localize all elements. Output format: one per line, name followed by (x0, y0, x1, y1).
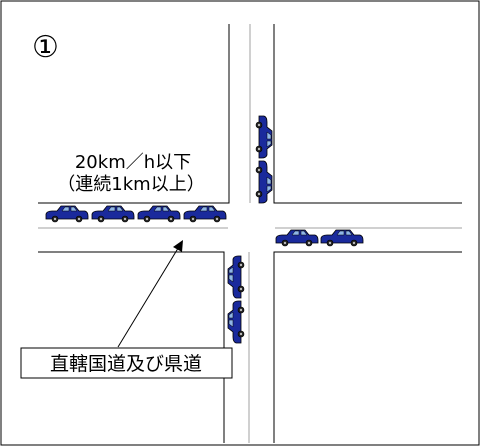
car-queue-north (255, 115, 273, 204)
lane-center-lines (38, 24, 462, 443)
road-label-box (20, 347, 233, 379)
speed-condition-line1: 20km／h以下 (75, 152, 191, 173)
car-north-1 (255, 115, 273, 159)
road-type-label: 直轄国道及び県道 (50, 353, 202, 375)
road-edges (38, 24, 462, 443)
car-west-3 (137, 205, 181, 223)
car-queue-west (45, 205, 227, 223)
car-east-1 (275, 229, 319, 247)
car-west-2 (91, 205, 135, 223)
speed-condition-line2: （連続1km以上） (57, 174, 204, 195)
car-west-4 (183, 205, 227, 223)
panel-number: ① (32, 30, 59, 65)
car-south-1 (227, 255, 245, 299)
pointer-arrow (117, 240, 183, 348)
car-north-2 (255, 160, 273, 204)
car-west-1 (45, 205, 89, 223)
car-east-2 (320, 229, 364, 247)
car-south-2 (227, 300, 245, 344)
car-queue-east (275, 229, 364, 247)
car-queue-south (227, 255, 245, 344)
